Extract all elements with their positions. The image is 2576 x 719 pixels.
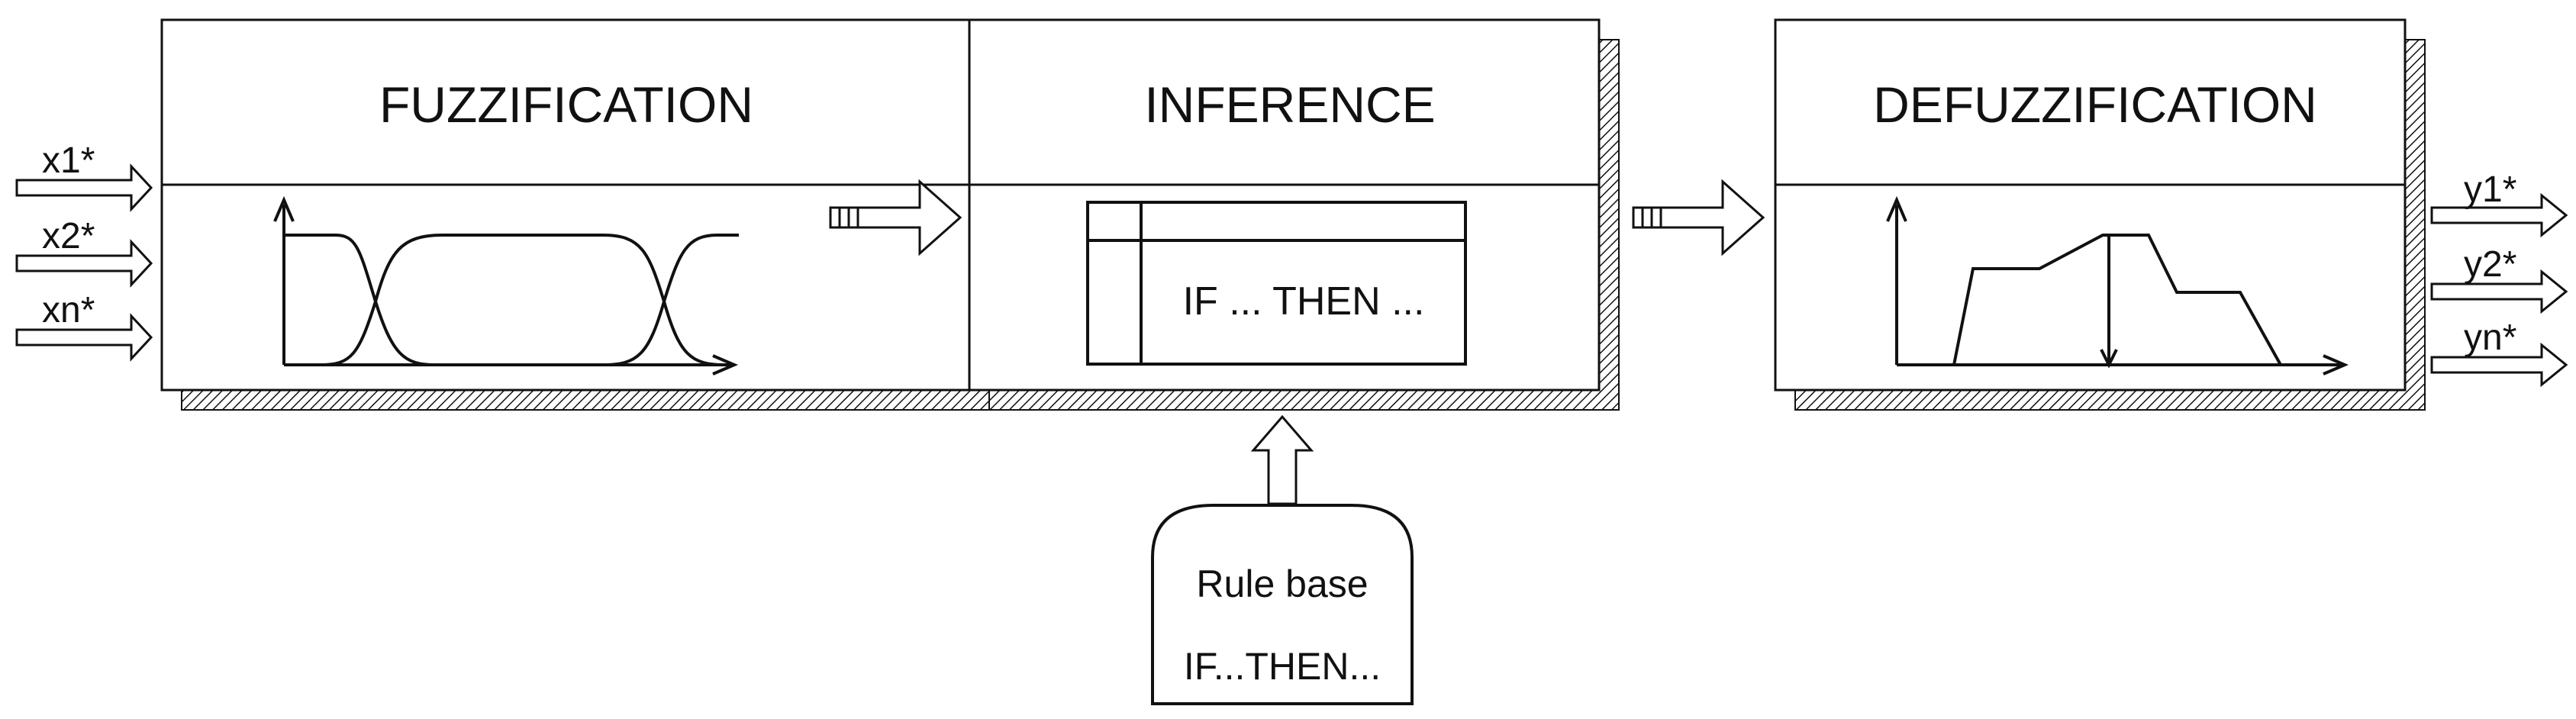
aggregated-output-shape [1952,234,2282,366]
output-label-yn: yn* [2464,318,2516,358]
output-label-y2: y2* [2464,244,2516,285]
rule-table [1086,201,1467,366]
centroid-arrowhead [2100,349,2118,369]
arrow-inference-to-defuzz [1632,179,1765,256]
fuzzification-box [160,18,972,392]
output-arrow-y1 [2430,192,2568,238]
fuzzification-title: FUZZIFICATION [379,76,753,133]
inference-block: INFERENCE IF ... THEN ... [968,18,1620,411]
mf-high-curve [602,234,739,366]
input-label-xn: xn* [42,290,95,330]
mf-x-arrowhead [712,354,739,376]
mf-medium-curve [320,234,726,366]
out-y-arrowhead [1886,195,1907,222]
output-label-y1: y1* [2464,169,2516,210]
input-arrows: x1* x2* xn* [15,140,153,362]
mf-y-arrowhead [273,195,295,222]
input-arrow-xn [15,313,153,362]
arrow-fuzz-to-inference [829,179,962,256]
defuzzification-title: DEFUZZIFICATION [1873,76,2317,133]
output-set-plot [1886,195,2349,376]
output-arrows: y1* y2* yn* [2430,169,2568,388]
out-x-arrowhead [2323,354,2349,376]
defuzzification-block: DEFUZZIFICATION [1774,18,2426,411]
inference-title: INFERENCE [1144,76,1435,133]
membership-functions-plot [273,195,739,376]
arrow-rulebase-to-inference [1250,414,1314,505]
rule-base-rules: IF...THEN... [1184,645,1381,688]
output-arrow-yn [2430,342,2568,388]
rule-base-block: Rule base IF...THEN... [1151,504,1414,705]
input-label-x2: x2* [42,216,95,256]
input-arrow-x2 [15,239,153,288]
rule-table-text: IF ... THEN ... [1183,279,1425,324]
inference-box [968,18,1601,392]
rule-table-frame [1086,201,1467,366]
rule-base-title: Rule base [1196,563,1368,605]
rule-base-shape [1151,504,1414,705]
input-arrow-x1 [15,163,153,212]
input-label-x1: x1* [42,140,95,181]
defuzzification-box [1774,18,2407,392]
output-arrow-y2 [2430,269,2568,314]
